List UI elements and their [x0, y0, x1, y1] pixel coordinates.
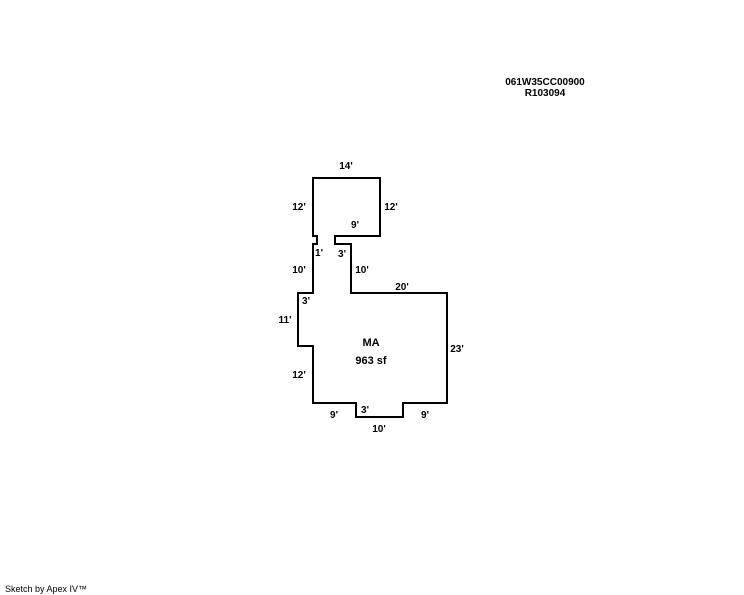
sketch-credit: Sketch by Apex IV™	[5, 584, 88, 594]
dimension-left-low: 12'	[292, 370, 306, 381]
dimension-bottom-right: 9'	[421, 410, 429, 421]
dimension-bottom-left: 9'	[330, 410, 338, 421]
area-code-label: MA	[362, 337, 379, 349]
dimension-notch-right: 3'	[338, 249, 346, 260]
dimension-stem-right: 10'	[355, 265, 369, 276]
parcel-id: 061W35CC00900	[505, 77, 585, 88]
dimension-upper-bottom: 9'	[351, 220, 359, 231]
dimension-upper-top: 14'	[339, 161, 353, 172]
dimension-notch-left: 1'	[315, 248, 323, 259]
dimension-main-top: 20'	[395, 282, 409, 293]
dimension-main-right: 23'	[450, 344, 464, 355]
dimension-upper-left: 12'	[292, 202, 306, 213]
parcel-reference: R103094	[524, 88, 566, 99]
dimension-step-left: 3'	[302, 296, 310, 307]
dimension-bottom-center: 10'	[372, 424, 386, 435]
area-size-label: 963 sf	[355, 355, 387, 367]
dimension-stem-left: 10'	[292, 265, 306, 276]
dimension-bottom-notch: 3'	[361, 405, 369, 416]
dimension-left-mid: 11'	[279, 315, 292, 326]
dimension-upper-right: 12'	[384, 202, 398, 213]
building-outline	[297, 177, 448, 418]
